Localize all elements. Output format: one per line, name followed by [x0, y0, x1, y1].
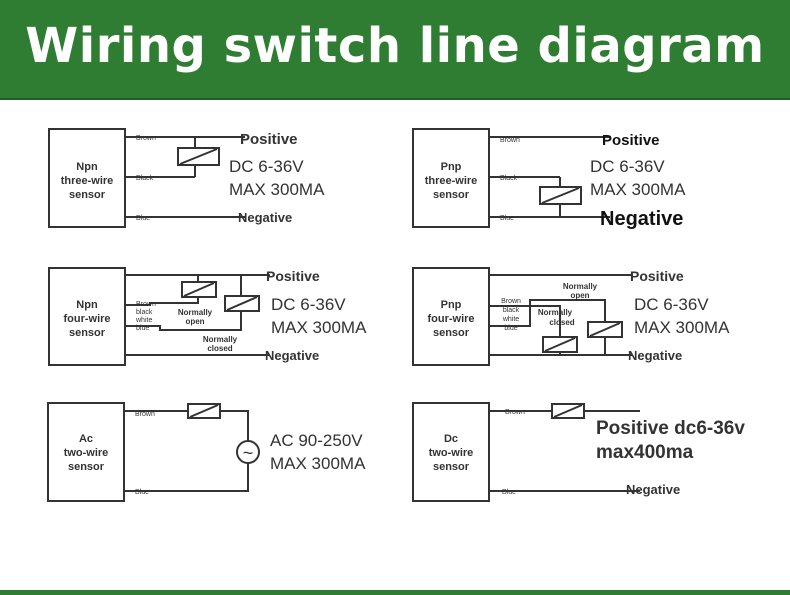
wire-label-brown: Brown	[500, 137, 520, 144]
sensor-label-line2: three-wire	[425, 175, 478, 187]
blue-wire	[124, 463, 249, 492]
panel-dc-two-wire	[412, 402, 640, 502]
spec-line2: MAX 300MA	[634, 318, 730, 337]
normally-closed-line2: closed	[207, 344, 232, 353]
sensor-label-line3: sensor	[69, 189, 106, 201]
spec-line1: DC 6-36V	[634, 295, 709, 314]
relay-coil	[177, 147, 220, 166]
normally-closed-line1: Normally	[203, 335, 238, 344]
sensor-box	[47, 402, 125, 502]
negative-label: Negative	[628, 348, 682, 363]
panel-npn-three-wire	[48, 128, 245, 228]
normally-open-line2: open	[185, 317, 204, 326]
sensor-label-line2: two-wire	[429, 447, 474, 459]
sensor-label-line1: Ac	[79, 433, 93, 445]
wire-label-black: Black	[136, 175, 154, 182]
wire-label-blue: blue	[136, 325, 149, 332]
wire-label-black: black	[503, 307, 520, 314]
sensor-label-line3: sensor	[433, 327, 470, 339]
sensor-label-line3: sensor	[68, 461, 105, 473]
panel-pnp-three-wire	[412, 128, 610, 228]
normally-closed-line1: Normally	[538, 308, 573, 317]
wire-label-white: white	[135, 317, 152, 324]
sensor-label-line1: Pnp	[441, 299, 462, 311]
sensor-label-line3: sensor	[433, 461, 470, 473]
wire-label-brown: Brown	[136, 301, 156, 308]
wire-label-brown: Brown	[135, 411, 155, 418]
sensor-label-line3: sensor	[433, 189, 470, 201]
wire-label-blue: Blue	[135, 489, 149, 496]
positive-label: Positive	[266, 268, 320, 284]
wire-label-brown: Brown	[501, 298, 521, 305]
sensor-label-line1: Dc	[444, 433, 458, 445]
normally-open-line1: Normally	[563, 282, 598, 291]
positive-label: Positive	[602, 132, 660, 149]
spec-line1: AC 90-250V	[270, 431, 363, 450]
sensor-label-line2: four-wire	[427, 313, 474, 325]
negative-label: Negative	[238, 210, 292, 225]
positive-spec-line1: Positive dc6-36v	[596, 418, 745, 439]
wire-label-black: Black	[500, 175, 518, 182]
negative-label: Negative	[626, 482, 680, 497]
wire-label-black: black	[136, 309, 153, 316]
footer-bar	[0, 590, 790, 595]
page-title: Wiring switch line diagram	[25, 18, 765, 74]
ac-symbol: ~	[243, 443, 254, 463]
normally-closed-line2: closed	[549, 318, 574, 327]
wire-label-brown: Brown	[505, 409, 525, 416]
spec-line2: MAX 300MA	[229, 180, 325, 199]
wire-label-white: white	[502, 316, 519, 323]
spec-line2: MAX 300MA	[590, 180, 686, 199]
normally-open-line1: Normally	[178, 308, 213, 317]
panel-npn-four-wire	[48, 267, 270, 366]
spec-line1: DC 6-36V	[590, 157, 665, 176]
sensor-label-line2: two-wire	[64, 447, 109, 459]
wire-label-blue: Blue	[136, 215, 150, 222]
spec-line2: MAX 300MA	[271, 318, 367, 337]
spec-line2: MAX 300MA	[270, 454, 366, 473]
panel-pnp-four-wire	[412, 267, 632, 366]
sensor-label-line2: three-wire	[61, 175, 114, 187]
sensor-label-line1: Pnp	[441, 161, 462, 173]
wire-label-blue: blue	[504, 325, 517, 332]
spec-line1: DC 6-36V	[229, 157, 304, 176]
wire-label-brown: Brown	[136, 135, 156, 142]
sensor-box	[412, 402, 490, 502]
positive-spec-line2: max400ma	[596, 442, 694, 463]
wire-label-blue: Blue	[502, 489, 516, 496]
positive-label: Positive	[240, 131, 298, 148]
normally-open-line2: open	[570, 291, 589, 300]
sensor-label-line1: Npn	[76, 161, 98, 173]
negative-label: Negative	[265, 348, 319, 363]
header-banner: Wiring switch line diagram	[0, 0, 790, 100]
spec-line1: DC 6-36V	[271, 295, 346, 314]
sensor-box	[412, 267, 490, 366]
wire-label-blue: Blue	[500, 215, 514, 222]
panel-ac-two-wire	[47, 402, 260, 502]
sensor-label-line3: sensor	[69, 327, 106, 339]
sensor-box	[48, 267, 126, 366]
negative-label: Negative	[600, 208, 683, 230]
sensor-label-line1: Npn	[76, 299, 98, 311]
sensor-label-line2: four-wire	[63, 313, 110, 325]
positive-label: Positive	[630, 268, 684, 284]
